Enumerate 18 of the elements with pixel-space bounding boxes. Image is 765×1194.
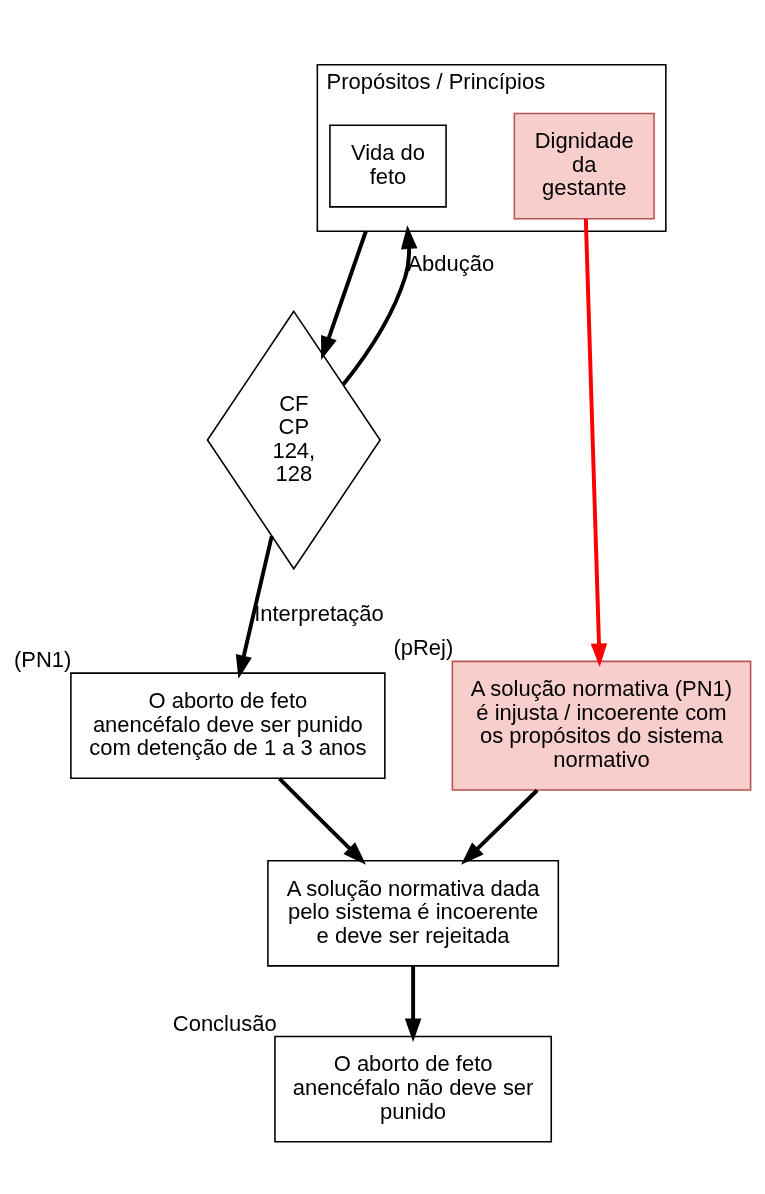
node-label: (PN1) [13, 647, 72, 673]
arrow [461, 788, 539, 865]
arrow [235, 535, 274, 679]
arrow [583, 218, 608, 668]
node-label: Conclusão [172, 1010, 277, 1036]
node-box: Vida do feto [329, 124, 447, 208]
node-label: (pRej) [393, 635, 454, 661]
arrow [404, 966, 422, 1043]
arrow [278, 777, 366, 865]
arrow [321, 230, 368, 360]
edge-label: Interpretação [254, 600, 384, 626]
node-diamond: CF CP 124, 128 [206, 309, 382, 571]
node-box: Dignidade da gestante [513, 112, 655, 220]
node-box: O aborto de feto anencéfalo deve ser punido com detenção de 1 a 3 anos [70, 672, 386, 780]
node-box: A solução normativa (PN1) é injusta / incoerente com os propósitos do sistema normativo [451, 660, 752, 791]
arrow [341, 225, 418, 386]
node-box: O aborto de feto anencéfalo não deve ser punido [274, 1035, 553, 1143]
node-box: A solução normativa dada pelo sistema é incoerente e deve ser rejeitada [267, 859, 560, 967]
